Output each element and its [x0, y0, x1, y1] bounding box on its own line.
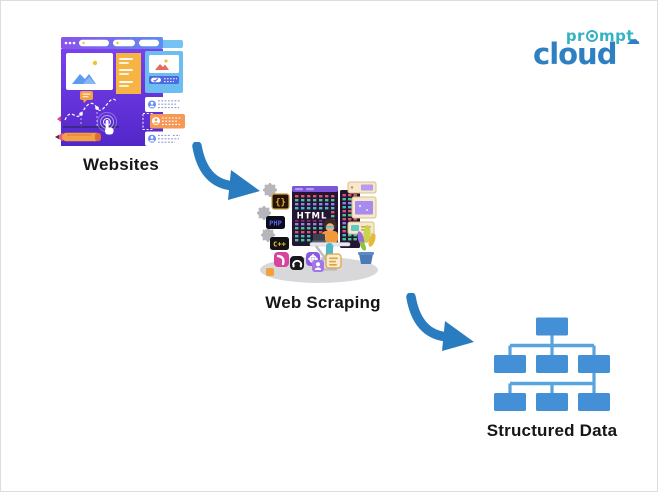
media-panel	[145, 51, 183, 93]
image-card	[66, 53, 113, 90]
web-scraping-illustration: HTML {} PHP C++	[256, 181, 378, 283]
step-websites: Websites	[51, 34, 191, 175]
app-icons	[266, 252, 342, 276]
tree-connectors	[508, 335, 596, 393]
structured-data-label: Structured Data	[486, 421, 618, 440]
flow-arrow-2	[406, 293, 474, 351]
plant-pot	[357, 225, 376, 264]
php-badge: PHP	[266, 216, 285, 229]
tree-node	[578, 355, 610, 373]
svg-text:{}: {}	[275, 198, 286, 208]
cloud-icon: ☁	[626, 32, 640, 48]
svg-text:HTML: HTML	[297, 212, 328, 222]
tree-diagram	[494, 317, 610, 411]
cpp-badge: C++	[270, 237, 289, 250]
pencil-icon	[55, 132, 101, 142]
svg-text:C++: C++	[273, 241, 286, 249]
orange-panel	[116, 53, 141, 94]
phone-icon	[274, 252, 289, 267]
tree-node	[578, 393, 610, 411]
window-app-icon	[325, 253, 342, 269]
tree-node	[536, 317, 568, 336]
orange-chip-icon	[266, 268, 274, 276]
line-chart	[63, 91, 119, 128]
cursor-hand-icon	[97, 112, 117, 135]
logo-cloud-word: cloud☁	[533, 32, 640, 71]
step-structured-data: Structured Data	[482, 317, 622, 441]
user-card-highlight	[142, 113, 185, 130]
web-scraping-label: Web Scraping	[265, 293, 381, 312]
flow-arrow-1	[192, 142, 260, 200]
tree-node	[494, 355, 526, 373]
popup-cards	[347, 181, 377, 235]
user-card-2	[145, 131, 183, 146]
target-o-icon	[585, 30, 598, 42]
tree-nodes	[494, 317, 610, 411]
headphones-icon	[290, 256, 304, 270]
user-app-icon	[312, 260, 324, 272]
step-web-scraping: HTML {} PHP C++	[253, 176, 393, 313]
user-card-1	[145, 97, 183, 112]
braces-badge: {}	[271, 193, 290, 210]
websites-illustration	[55, 37, 185, 146]
svg-text:PHP: PHP	[269, 220, 282, 228]
tree-node	[494, 393, 526, 411]
bookmark-tag	[57, 116, 61, 122]
websites-label: Websites	[83, 155, 159, 174]
tree-node	[536, 355, 568, 373]
tree-node	[536, 393, 568, 411]
